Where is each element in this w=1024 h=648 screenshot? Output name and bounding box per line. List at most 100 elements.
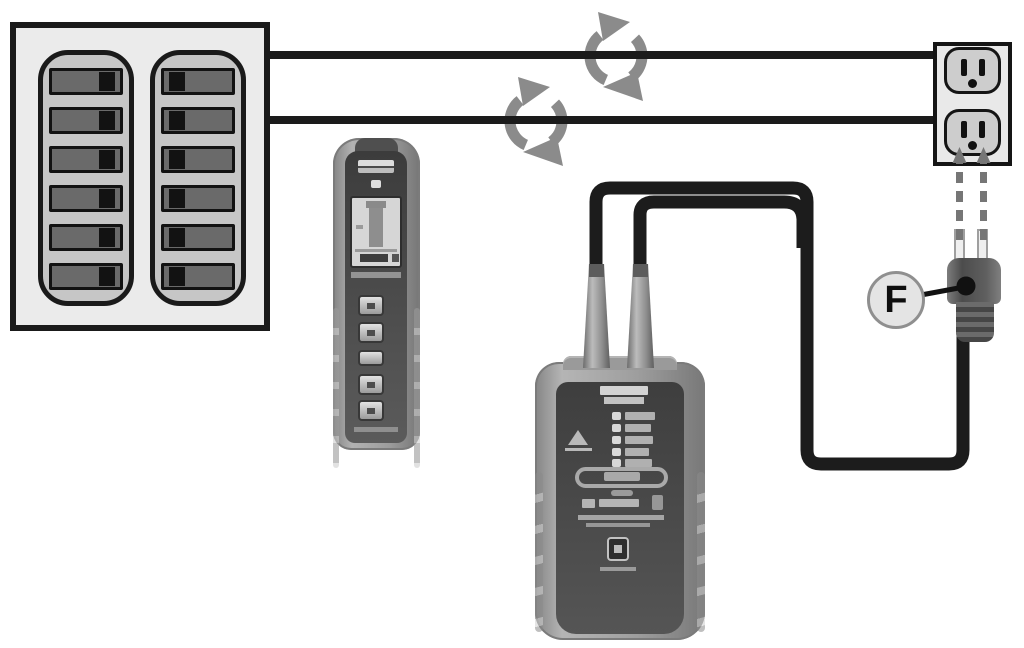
panel-marking bbox=[652, 495, 663, 510]
breaker bbox=[161, 263, 235, 290]
callout-f: F bbox=[867, 271, 925, 329]
led-icon bbox=[612, 424, 621, 432]
receiver-button bbox=[358, 350, 384, 366]
grip-notches bbox=[414, 308, 420, 468]
display-marking bbox=[392, 254, 399, 262]
breaker-toggle bbox=[99, 267, 115, 286]
breaker-toggle bbox=[169, 189, 185, 208]
brand-logo bbox=[604, 397, 644, 404]
panel-label bbox=[582, 499, 595, 508]
test-lead-cable-left bbox=[589, 181, 970, 471]
callout-f-label: F bbox=[884, 278, 908, 321]
led-label bbox=[625, 436, 653, 444]
outlet-slot bbox=[979, 59, 985, 76]
breaker bbox=[161, 224, 235, 251]
insertion-arrowhead-right bbox=[976, 147, 991, 163]
ground-hole bbox=[968, 79, 977, 88]
probe-tip bbox=[633, 264, 648, 277]
receiver-sensor-tip bbox=[355, 138, 398, 153]
outlet-symbol bbox=[575, 467, 668, 488]
display-bargraph bbox=[369, 208, 383, 247]
button-glyph bbox=[367, 382, 375, 388]
outlet-face-top bbox=[944, 47, 1001, 94]
breaker-toggle bbox=[99, 228, 115, 247]
breaker-column-right bbox=[150, 50, 246, 306]
led-icon bbox=[612, 459, 621, 467]
breaker-toggle bbox=[169, 111, 185, 130]
panel-label bbox=[351, 272, 401, 278]
transmitter-front-panel bbox=[556, 382, 684, 634]
breaker-toggle bbox=[169, 150, 185, 169]
receiver-button bbox=[358, 322, 384, 343]
led-icon bbox=[612, 436, 621, 444]
transmitter-device bbox=[535, 356, 705, 640]
breaker-column-left bbox=[38, 50, 134, 306]
breaker bbox=[49, 224, 123, 251]
display-marking bbox=[355, 249, 397, 252]
outlet-face-bottom bbox=[944, 109, 1001, 156]
button-glyph bbox=[367, 303, 375, 309]
breaker bbox=[49, 107, 123, 134]
receiver-button bbox=[358, 400, 384, 421]
display-marking bbox=[360, 254, 388, 262]
breaker bbox=[161, 68, 235, 95]
panel-label bbox=[599, 499, 639, 507]
breaker-toggle bbox=[99, 189, 115, 208]
led-label bbox=[625, 448, 649, 456]
display-marking bbox=[366, 201, 386, 208]
button-glyph bbox=[367, 408, 375, 414]
duplex-outlet bbox=[933, 42, 1012, 166]
breaker-panel bbox=[10, 22, 270, 331]
receiver-device bbox=[333, 138, 420, 468]
led-icon bbox=[612, 448, 621, 456]
breaker bbox=[161, 146, 235, 173]
grip-notches bbox=[535, 472, 543, 632]
receiver-button bbox=[358, 374, 384, 395]
grip-notches bbox=[697, 472, 705, 632]
transmitter-button bbox=[607, 537, 629, 561]
breaker-toggle bbox=[99, 72, 115, 91]
insertion-arrowhead-left bbox=[952, 147, 967, 163]
breaker bbox=[161, 185, 235, 212]
display-marking bbox=[356, 225, 363, 229]
receiver-front-panel bbox=[345, 151, 407, 443]
breaker bbox=[49, 68, 123, 95]
breaker bbox=[49, 146, 123, 173]
led-label bbox=[625, 412, 655, 420]
outlet-slot bbox=[979, 121, 985, 138]
warning-underline bbox=[565, 448, 592, 451]
indicator-led bbox=[371, 180, 381, 188]
panel-label bbox=[354, 427, 398, 432]
led-label bbox=[625, 424, 651, 432]
grip-notches bbox=[333, 308, 339, 468]
button-glyph bbox=[367, 330, 375, 336]
receiver-display bbox=[350, 196, 402, 268]
breaker bbox=[161, 107, 235, 134]
receiver-button bbox=[358, 295, 384, 316]
outlet-symbol-center bbox=[604, 472, 640, 481]
outlet-slot bbox=[961, 59, 967, 76]
plug-strain-relief bbox=[956, 302, 994, 342]
breaker-toggle bbox=[99, 150, 115, 169]
brand-logo bbox=[358, 160, 394, 173]
breaker-toggle bbox=[99, 111, 115, 130]
callout-leader-dot bbox=[956, 276, 976, 296]
led-icon bbox=[612, 412, 621, 420]
breaker bbox=[49, 185, 123, 212]
panel-label bbox=[578, 515, 664, 520]
brand-logo bbox=[600, 386, 648, 395]
breaker-toggle bbox=[169, 72, 185, 91]
probe-tip bbox=[589, 264, 604, 277]
outlet-slot bbox=[961, 121, 967, 138]
breaker bbox=[49, 263, 123, 290]
panel-label bbox=[586, 523, 650, 527]
led-label bbox=[625, 459, 652, 467]
outlet-symbol-tab bbox=[611, 490, 633, 496]
breaker-toggle bbox=[169, 228, 185, 247]
ground-hole bbox=[968, 141, 977, 150]
panel-label bbox=[600, 567, 636, 571]
breaker-toggle bbox=[169, 267, 185, 286]
